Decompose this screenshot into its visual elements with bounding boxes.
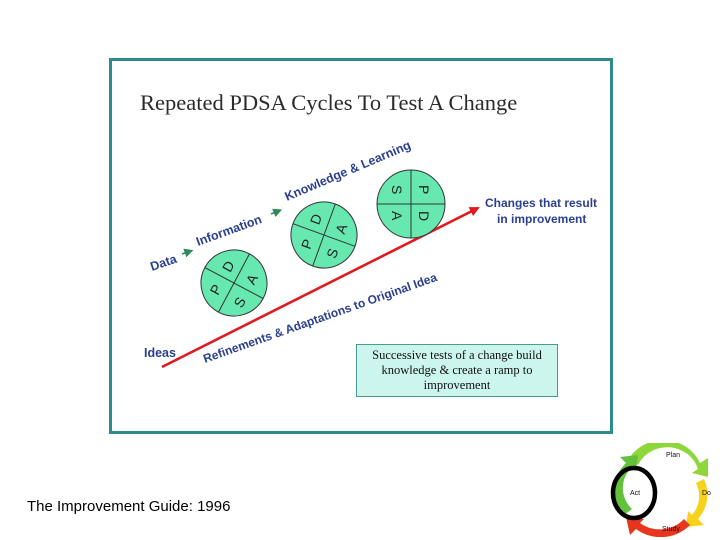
arrow-right-icon: [181, 248, 194, 258]
pdsa-diagram-frame: Repeated PDSA Cycles To Test A Change Da…: [109, 58, 613, 434]
caption-line-3: improvement: [423, 378, 491, 392]
caption-box: Successive tests of a change build knowl…: [356, 344, 558, 397]
cycle-icon-do-label: Do: [702, 490, 711, 497]
cycle-icon-plan-label: Plan: [666, 452, 680, 459]
ideas-label: Ideas: [144, 346, 176, 360]
outcome-label-line-1: Changes that result: [485, 196, 597, 210]
outcome-label-line-2: in improvement: [497, 212, 586, 226]
cycle-3-act-letter: A: [389, 211, 405, 221]
caption-line-1: Successive tests of a change build: [372, 348, 542, 362]
cycle-icon-act-label: Act: [630, 490, 640, 497]
cycle-icon-study-label: Study: [662, 526, 680, 533]
pdca-cycle-icon: Plan Do Study Act: [610, 443, 711, 537]
arrow-right-icon: [270, 208, 283, 218]
diagram-title: Repeated PDSA Cycles To Test A Change: [140, 90, 517, 115]
pdsa-cycle-3: P D S A: [376, 169, 446, 239]
upper-path-information-label: Information: [194, 212, 263, 249]
upper-path-data-label: Data: [148, 251, 179, 273]
cycle-3-study-letter: S: [389, 185, 405, 194]
caption-line-2: knowledge & create a ramp to: [381, 363, 533, 377]
pdsa-cycle-2: P D S A: [290, 201, 358, 269]
pdsa-cycle-1: P D S A: [200, 249, 268, 317]
citation-text: The Improvement Guide: 1996: [27, 498, 231, 515]
cycle-3-do-letter: D: [416, 211, 432, 221]
cycle-3-plan-letter: P: [416, 185, 432, 194]
